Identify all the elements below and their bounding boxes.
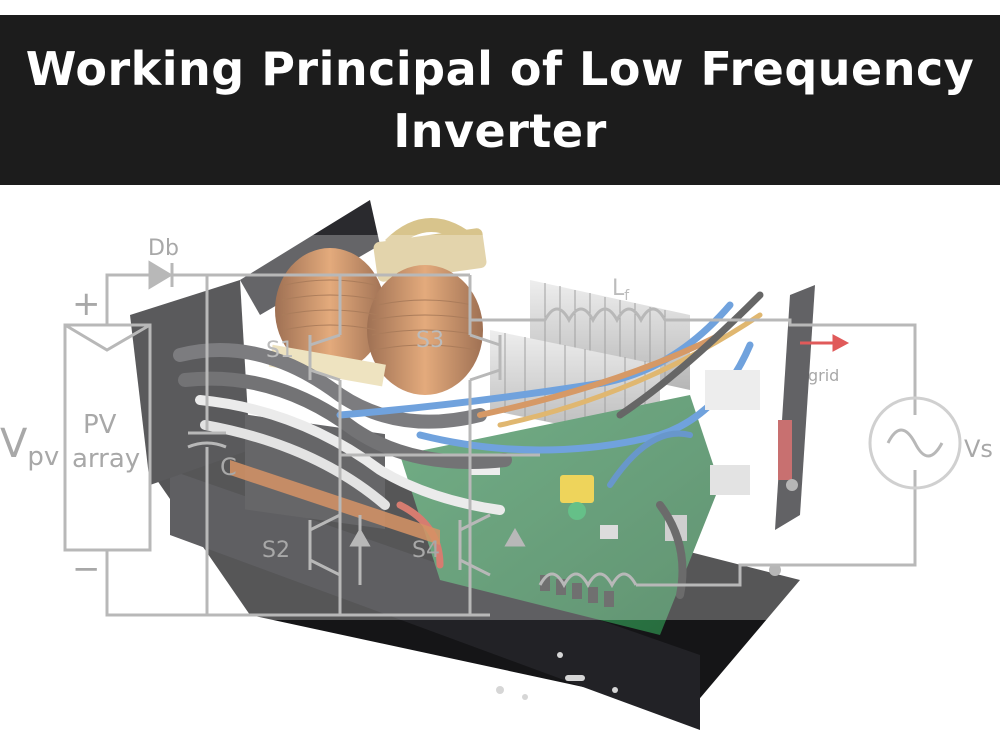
- inverter-scene: Db + − Vpv PV array C S1 S2 S3 S4 Lf gri…: [0, 185, 1000, 750]
- wire-harness: [173, 291, 764, 599]
- label-diode: Db: [148, 236, 179, 261]
- title-line-1: Working Principal of Low Frequency: [25, 42, 975, 96]
- inductor-lf: [543, 307, 667, 324]
- ac-source-vs: [868, 396, 962, 490]
- label-grid-current: grid: [808, 366, 839, 385]
- inverter-illustration: Db + − Vpv PV array C S1 S2 S3 S4 Lf gri…: [0, 200, 1000, 730]
- label-pv-line1: PV: [83, 410, 117, 440]
- label-inductor: Lf: [612, 276, 630, 304]
- label-vs: Vs: [964, 435, 993, 463]
- label-s4: S4: [412, 538, 440, 563]
- label-vpv: Vpv: [0, 421, 59, 472]
- label-vpv-main: V: [0, 421, 28, 467]
- chassis-front-wall: [170, 470, 700, 730]
- circuit-labels: Db + − Vpv PV array C S1 S2 S3 S4 Lf gri…: [0, 236, 993, 589]
- title-banner: Working Principal of Low Frequency Inver…: [0, 15, 1000, 185]
- label-inductor-main: L: [612, 276, 625, 301]
- label-s3: S3: [416, 328, 444, 353]
- label-minus: −: [72, 549, 101, 589]
- mounting-holes: [496, 652, 618, 700]
- label-plus: +: [72, 284, 101, 324]
- label-inductor-sub: f: [624, 288, 630, 304]
- copper-bus-bar: [230, 460, 440, 545]
- diode-db: [148, 260, 173, 290]
- label-s1: S1: [266, 338, 294, 363]
- label-pv-line2: array: [72, 444, 140, 474]
- title-line-2: Inverter: [393, 104, 607, 158]
- label-s2: S2: [262, 538, 290, 563]
- label-vpv-sub: pv: [27, 442, 59, 472]
- label-capacitor: C: [220, 453, 237, 481]
- terminal-panel: [705, 285, 815, 576]
- inverter-unit: [130, 200, 815, 730]
- grid-current-arrow: [832, 334, 850, 352]
- circuit-diagram: [0, 235, 1000, 620]
